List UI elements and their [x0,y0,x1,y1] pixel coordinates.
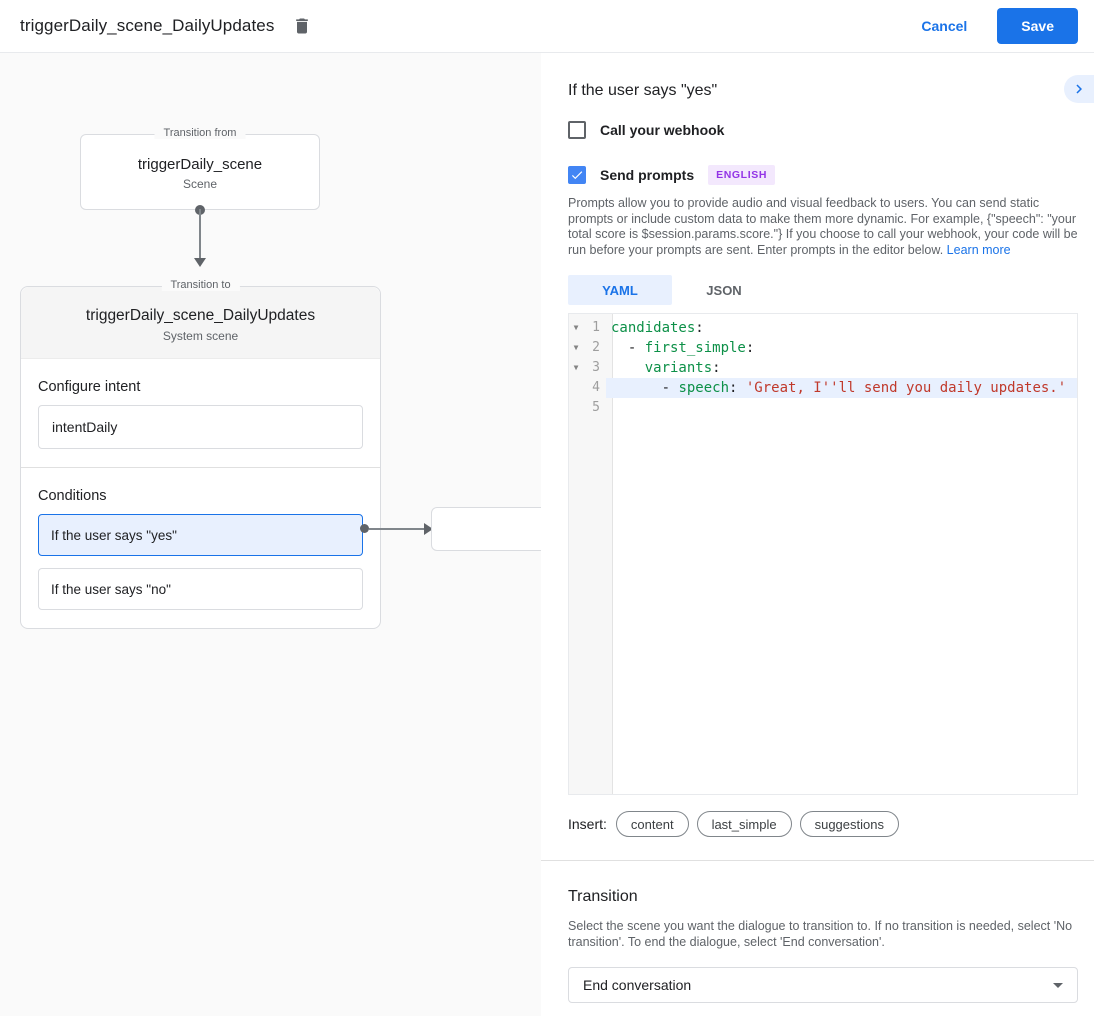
caret-down-icon [1053,982,1063,988]
transition-select[interactable]: End conversation [568,967,1078,1003]
transition-select-value: End conversation [583,977,692,993]
insert-pill-content[interactable]: content [615,811,689,837]
to-scene-name: triggerDaily_scene_DailyUpdates [85,307,316,324]
code-token: : [695,320,704,336]
transition-target-node[interactable] [431,507,541,551]
code-token: speech [678,380,730,396]
code-token: candidates [611,320,696,336]
line-number: 4 [592,380,600,395]
configure-intent-label: Configure intent [38,379,141,395]
transition-heading: Transition [568,888,638,905]
condition-label: If the user says "no" [51,581,171,597]
code-line-content[interactable]: variants: [606,358,1077,378]
chevron-right-icon [1070,80,1088,98]
code-line-content[interactable] [606,398,1077,418]
condition-label: If the user says "yes" [51,527,177,543]
code-token: first_simple [644,340,746,356]
tab-yaml[interactable]: YAML [568,275,672,305]
connector-line-vertical [199,209,201,259]
code-line-content[interactable]: - first_simple: [606,338,1077,358]
fold-arrow-icon[interactable]: ▼ [573,363,579,372]
insert-label: Insert: [568,816,607,832]
from-scene-name: triggerDaily_scene [137,156,263,173]
top-bar: triggerDaily_scene_DailyUpdates Cancel S… [0,0,1094,53]
code-line[interactable]: ▼ 2 - first_simple: [569,338,1077,358]
code-token: - [611,340,645,356]
editor-gutter [569,314,613,794]
send-prompts-checkbox-row[interactable]: Send prompts ENGLISH [568,165,1078,185]
code-token [611,360,645,376]
code-token: variants [644,360,713,376]
conditions-list: If the user says "yes" If the user says "… [38,514,363,610]
section-divider [541,860,1094,861]
prompts-description-text: Prompts allow you to provide audio and v… [568,196,1078,257]
send-prompts-label: Send prompts [600,167,695,183]
scene-card-body: Configure intent intentDaily Conditions … [21,379,380,628]
learn-more-link[interactable]: Learn more [946,242,1011,257]
line-number: 3 [592,360,600,375]
code-line-content[interactable]: candidates: [606,318,1077,338]
code-token: - [611,380,679,396]
fold-arrow-icon[interactable]: ▼ [573,323,579,332]
condition-item[interactable]: If the user says "yes" [38,514,363,556]
insert-pills: content last_simple suggestions [615,811,907,837]
code-token: : [712,360,721,376]
panel-title-row: If the user says "yes" [568,75,1094,103]
code-line[interactable]: ▼ 3 variants: [569,358,1077,378]
editor-format-tabs: YAML JSON [568,275,1078,305]
scene-card-header: triggerDaily_scene_DailyUpdates System s… [21,287,380,359]
transition-description: Select the scene you want the dialogue t… [568,919,1073,949]
code-token: 'Great, I''ll send you daily updates.' [745,380,1067,396]
editor-lines: ▼ 1 candidates: ▼ 2 - first_simple: ▼ 3 … [569,314,1077,418]
arrow-down-icon [194,258,206,267]
line-number: 2 [592,340,600,355]
save-button[interactable]: Save [997,8,1078,44]
code-line[interactable]: ▼ 5 [569,398,1077,418]
connector-dot [360,524,369,533]
scene-diagram-canvas: Transition from triggerDaily_scene Scene… [0,53,541,1016]
page-title: triggerDaily_scene_DailyUpdates [20,16,275,35]
webhook-checkbox-row[interactable]: Call your webhook [568,121,1078,139]
intent-item[interactable]: intentDaily [38,405,363,449]
panel-title: If the user says "yes" [568,82,718,99]
webhook-checkbox[interactable] [568,121,586,139]
code-line-content[interactable]: - speech: 'Great, I''ll send you daily u… [606,378,1077,398]
prompts-description: Prompts allow you to provide audio and v… [568,196,1078,258]
yaml-code-editor[interactable]: ▼ 1 candidates: ▼ 2 - first_simple: ▼ 3 … [568,313,1078,795]
delete-icon [292,16,312,36]
transition-to-legend: Transition to [161,279,240,291]
condition-item[interactable]: If the user says "no" [38,568,363,610]
checkmark-icon [570,168,584,182]
insert-pill-suggestions[interactable]: suggestions [799,811,899,837]
condition-editor-panel: If the user says "yes" Call your webhook… [541,53,1094,1016]
transition-from-legend: Transition from [154,127,246,139]
code-token: : [729,380,746,396]
card-divider [21,467,380,468]
webhook-label: Call your webhook [600,122,725,138]
insert-pill-last_simple[interactable]: last_simple [696,811,792,837]
line-number: 1 [592,320,600,335]
line-number: 5 [592,400,600,415]
insert-row: Insert: content last_simple suggestions [568,811,1078,837]
cancel-button[interactable]: Cancel [909,10,979,42]
transition-from-node[interactable]: Transition from triggerDaily_scene Scene [80,127,320,210]
arrow-right-icon [424,523,433,535]
conditions-label: Conditions [38,488,107,504]
fold-arrow-icon[interactable]: ▼ [573,343,579,352]
tab-json[interactable]: JSON [706,282,742,298]
code-line[interactable]: ▼ 4 - speech: 'Great, I''ll send you dai… [569,378,1077,398]
to-scene-type: System scene [162,329,239,343]
delete-button[interactable] [288,12,316,40]
code-line[interactable]: ▼ 1 candidates: [569,318,1077,338]
send-prompts-checkbox[interactable] [568,166,586,184]
from-scene-type: Scene [182,177,218,191]
connector-line-horizontal [369,528,425,530]
language-badge: ENGLISH [708,165,775,185]
code-token: : [745,340,755,356]
transition-to-card: Transition to triggerDaily_scene_DailyUp… [20,279,381,629]
collapse-panel-button[interactable] [1064,75,1094,103]
